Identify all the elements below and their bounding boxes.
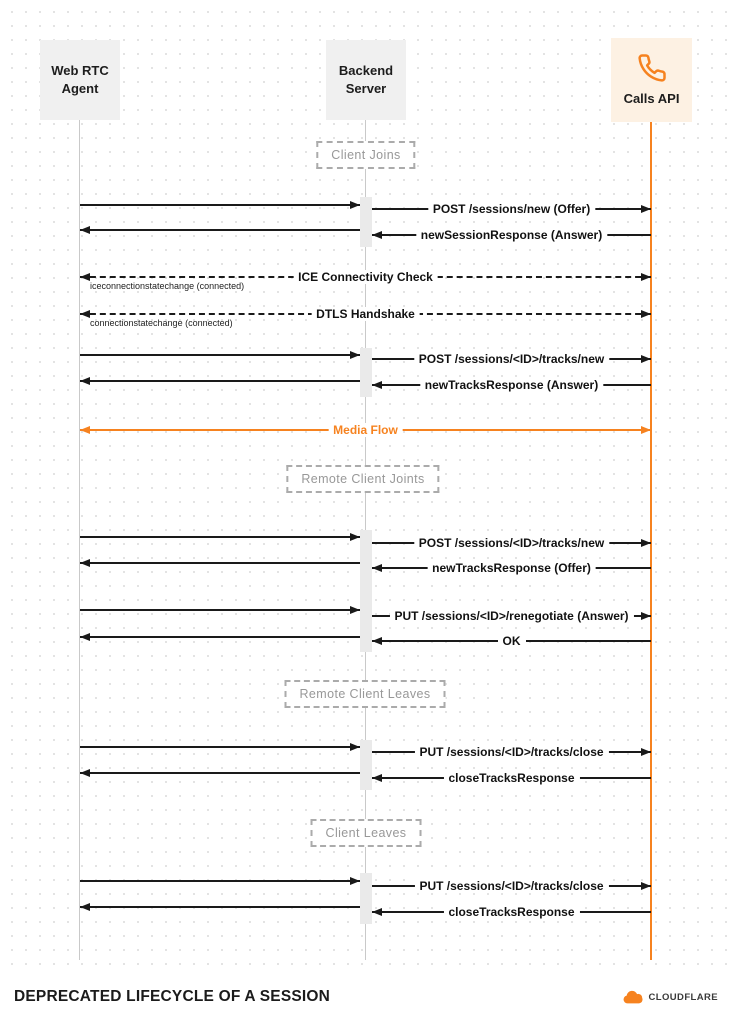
message-label: POST /sessions/<ID>/tracks/new	[413, 536, 610, 550]
message-label: newTracksResponse (Answer)	[419, 378, 604, 392]
actor-label-webrtc-agent: Web RTC Agent	[51, 63, 109, 96]
diagram-title: DEPRECATED LIFECYCLE OF A SESSION	[14, 988, 331, 1005]
message-label: PUT /sessions/<ID>/tracks/close	[414, 745, 609, 759]
activation-bar	[360, 530, 372, 652]
message-note: connectionstatechange (connected)	[90, 318, 233, 328]
message-label: closeTracksResponse	[443, 905, 580, 919]
cloudflare-wordmark: CLOUDFLARE	[648, 991, 718, 1003]
actor-backend-server: Backend Server	[326, 40, 406, 120]
activation-bar	[360, 873, 372, 924]
message-label: DTLS Handshake	[311, 307, 420, 321]
message-label: OK	[497, 634, 526, 648]
lifeline-webrtc-agent	[79, 120, 80, 960]
activation-bar	[360, 348, 372, 397]
message-label: Media Flow	[328, 423, 403, 437]
cloudflare-logo: CLOUDFLARE	[623, 990, 718, 1004]
message-label: closeTracksResponse	[443, 771, 580, 785]
actor-calls-api: Calls API	[611, 38, 692, 122]
section-label: Client Joins	[316, 141, 416, 169]
message-note: iceconnectionstatechange (connected)	[90, 281, 245, 291]
actor-webrtc-agent: Web RTC Agent	[40, 40, 120, 120]
message-label: POST /sessions/new (Offer)	[427, 202, 596, 216]
message-label: newTracksResponse (Offer)	[427, 561, 596, 575]
section-label: Client Leaves	[310, 819, 422, 847]
message-label: POST /sessions/<ID>/tracks/new	[413, 352, 610, 366]
message-label: PUT /sessions/<ID>/tracks/close	[414, 879, 609, 893]
phone-icon	[637, 53, 666, 82]
lifeline-calls-api	[650, 122, 652, 960]
activation-bar	[360, 197, 372, 247]
message-label: ICE Connectivity Check	[293, 270, 438, 284]
cloudflare-cloud-icon	[623, 990, 643, 1004]
activation-bar	[360, 740, 372, 790]
footer: DEPRECATED LIFECYCLE OF A SESSION CLOUDF…	[0, 975, 732, 1019]
actor-label-calls-api: Calls API	[623, 90, 680, 106]
section-label: Remote Client Joints	[286, 465, 440, 493]
message-label: newSessionResponse (Answer)	[415, 228, 608, 242]
message-label: PUT /sessions/<ID>/renegotiate (Answer)	[389, 609, 634, 623]
section-label: Remote Client Leaves	[284, 680, 446, 708]
actor-label-backend-server: Backend Server	[338, 63, 394, 96]
